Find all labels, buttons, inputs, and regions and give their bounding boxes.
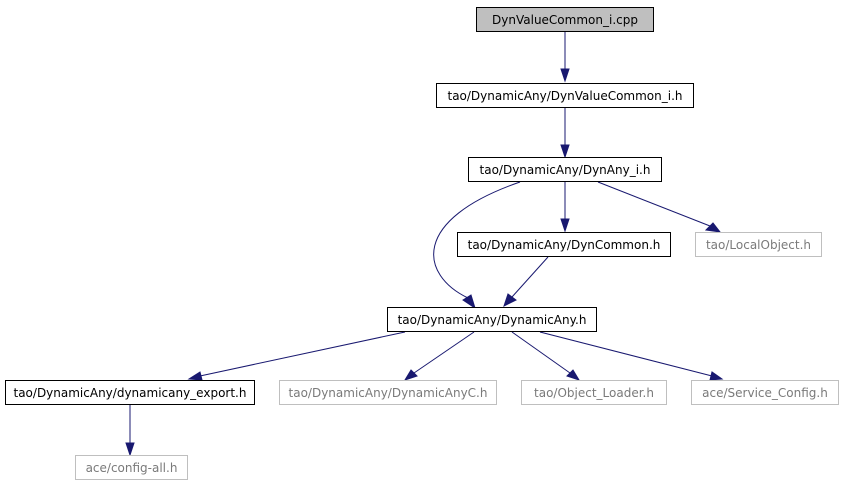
edge-dynany-i-h-to-dynamicany-h [433,181,521,299]
arrowhead [560,144,570,159]
arrowhead [403,369,418,381]
node-dynvaluecommon-i-cpp[interactable]: DynValueCommon_i.cpp [476,7,654,32]
edge-dynamicany-h-to-export-h [199,331,406,377]
edge-dynamicany-h-to-object-loader-h [511,331,571,374]
arrowhead [125,442,135,457]
node-dynamicany-h[interactable]: tao/DynamicAny/DynamicAny.h [387,307,597,332]
node-dynamicanyc-h[interactable]: tao/DynamicAny/DynamicAnyC.h [279,380,497,405]
node-dynvaluecommon-i-h[interactable]: tao/DynamicAny/DynValueCommon_i.h [436,83,694,108]
node-dyncommon-h[interactable]: tao/DynamicAny/DynCommon.h [457,232,671,257]
arrowhead [462,294,476,310]
arrowhead [560,218,570,233]
arrowhead [187,371,203,381]
edge-dynany-i-h-to-localobject-h [597,181,711,227]
arrowhead [503,293,517,307]
arrowhead [704,222,722,233]
arrowhead [560,68,570,83]
edge-dyncommon-h-to-dynamicany-h [511,256,549,298]
edge-dynamicany-h-to-service-config-h [539,331,713,377]
node-localobject-h[interactable]: tao/LocalObject.h [695,232,822,257]
edge-dynamicany-h-to-dynamicanyc-h [413,331,475,374]
node-dynamicany-export-h[interactable]: tao/DynamicAny/dynamicany_export.h [5,380,255,405]
arrowhead [709,371,724,381]
node-object-loader-h[interactable]: tao/Object_Loader.h [521,380,667,405]
node-config-all-h[interactable]: ace/config-all.h [75,455,188,480]
node-dynany-i-h[interactable]: tao/DynamicAny/DynAny_i.h [468,157,662,182]
arrowhead [566,369,581,381]
node-service-config-h[interactable]: ace/Service_Config.h [691,380,839,405]
